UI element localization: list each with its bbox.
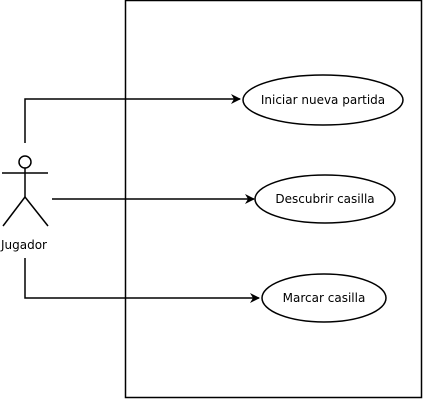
use-case-descubrir-casilla[interactable]: Descubrir casilla <box>254 174 396 224</box>
actor-figure[interactable] <box>2 155 49 227</box>
use-case-marcar-casilla[interactable]: Marcar casilla <box>261 273 387 323</box>
use-case-label: Iniciar nueva partida <box>261 93 385 107</box>
actor-head <box>18 155 32 169</box>
use-case-ellipse <box>254 174 396 224</box>
association-iniciar-nueva-partida <box>24 94 241 143</box>
use-case-label: Descubrir casilla <box>275 192 374 206</box>
association-marcar-casilla <box>24 258 260 303</box>
actor-right-leg <box>24 196 49 227</box>
actor-left-leg <box>2 196 26 227</box>
use-case-ellipse <box>261 273 387 323</box>
use-case-ellipse <box>242 74 404 126</box>
actor-name: Jugador <box>0 238 47 252</box>
use-case-label: Marcar casilla <box>283 291 366 305</box>
use-case-iniciar-nueva-partida[interactable]: Iniciar nueva partida <box>242 74 404 126</box>
